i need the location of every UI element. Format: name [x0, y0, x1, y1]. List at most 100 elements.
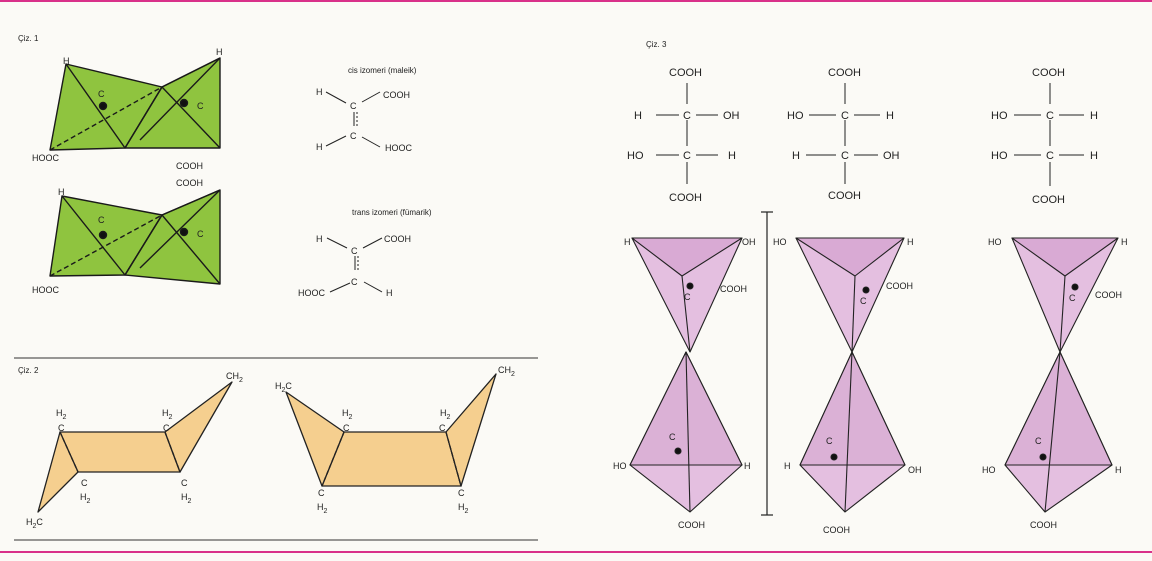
trans-formula	[326, 237, 383, 293]
boat-c-b: C	[439, 423, 446, 433]
tetra-2-h-top: H	[907, 237, 914, 247]
boat-ch2: CH2	[498, 365, 515, 378]
fischer-1-ho-bottom: HO	[627, 150, 644, 162]
cis-h-bottom: H	[316, 142, 323, 152]
chair-left-c-d: C	[181, 478, 188, 488]
fischer-2-oh-bottom: OH	[883, 150, 900, 162]
chair-left-h2-a: H2	[56, 408, 67, 421]
figure-1-label: Çiz. 1	[18, 34, 39, 43]
chair-left-h2c: H2C	[26, 517, 43, 530]
figure-2: Çiz. 2 H2 C H2 C C H2 C H2 CH2 H2C	[14, 357, 538, 541]
fischer-2-cooh-bottom: COOH	[828, 190, 861, 202]
fischer-1-h-bottom: H	[728, 150, 736, 162]
trans-c-bottom: C	[351, 277, 358, 287]
tetra-3-c-top: C	[1069, 293, 1076, 303]
trans-model	[49, 189, 221, 285]
fischer-1-oh-top: OH	[723, 110, 740, 122]
tetra-2-ho-top: HO	[773, 237, 787, 247]
fischer-2-h-top: H	[886, 110, 894, 122]
cis-model-hooc: HOOC	[32, 153, 60, 163]
fischer-2-c-top: C	[841, 110, 849, 122]
fischer-1	[656, 83, 718, 184]
chair-left-c-c: C	[81, 478, 88, 488]
chair-left-c-b: C	[163, 423, 170, 433]
tetra-1-oh-top: OH	[742, 237, 756, 247]
figure-3: Çiz. 3 COOH H C OH HO C H COOH	[613, 40, 1128, 535]
trans-caption: trans izomeri (fümarik)	[352, 208, 432, 217]
tetra-3-ho-top: HO	[988, 237, 1002, 247]
fischer-3-c-bottom: C	[1046, 150, 1054, 162]
chair-left-h2-d: H2	[181, 492, 192, 505]
chair-left-c-a: C	[58, 423, 65, 433]
fischer-3-ho-top: HO	[991, 110, 1008, 122]
tetra-3-ho-bottom: HO	[982, 465, 996, 475]
boat-c-d: C	[458, 488, 465, 498]
tetra-2-cooh-bottom: COOH	[823, 525, 850, 535]
tetra-3-h-bottom: H	[1115, 465, 1122, 475]
cis-model	[49, 57, 221, 151]
fischer-2-cooh-top: COOH	[828, 67, 861, 79]
tetra-1-h-top: H	[624, 237, 631, 247]
boat-h2-d: H2	[458, 502, 469, 515]
fischer-3	[1014, 83, 1084, 186]
chair-left-ch2: CH2	[226, 371, 243, 384]
cis-c-bottom: C	[350, 131, 357, 141]
tetra-2-c-bottom: C	[826, 436, 833, 446]
tetra-1-h-bottom: H	[744, 461, 751, 471]
tetra-3-cooh-bottom: COOH	[1030, 520, 1057, 530]
bottom-rule	[0, 551, 1152, 553]
fischer-1-c-bottom: C	[683, 150, 691, 162]
trans-model-hooc: HOOC	[32, 285, 60, 295]
cis-model-cooh: COOH	[176, 161, 203, 171]
chair-left-h2-b: H2	[162, 408, 173, 421]
trans-h-top: H	[316, 234, 323, 244]
fischer-2	[806, 83, 880, 184]
tetra-1-c-top: C	[684, 292, 691, 302]
tetra-1-cooh-bottom: COOH	[678, 520, 705, 530]
boat-c-c: C	[318, 488, 325, 498]
boat-h2-a: H2	[342, 408, 353, 421]
figure-3-label: Çiz. 3	[646, 40, 667, 49]
boat-h2-b: H2	[440, 408, 451, 421]
boat-c-a: C	[343, 423, 350, 433]
tetra-1-ho-bottom: HO	[613, 461, 627, 471]
fischer-1-h-top: H	[634, 110, 642, 122]
fischer-2-c-bottom: C	[841, 150, 849, 162]
fischer-1-cooh-bottom: COOH	[669, 192, 702, 204]
chair-left	[37, 381, 233, 513]
chair-left-h2-c: H2	[80, 492, 91, 505]
fischer-3-h-bottom: H	[1090, 150, 1098, 162]
tetra-3-h-top: H	[1121, 237, 1128, 247]
fischer-3-c-top: C	[1046, 110, 1054, 122]
cis-hooc: HOOC	[385, 143, 413, 153]
fischer-3-cooh-top: COOH	[1032, 67, 1065, 79]
cis-caption: cis izomeri (maleik)	[348, 66, 417, 75]
cis-model-h-right: H	[216, 47, 223, 57]
fischer-3-h-top: H	[1090, 110, 1098, 122]
cis-model-h-left: H	[63, 56, 70, 66]
top-rule	[0, 0, 1152, 2]
fischer-2-ho-top: HO	[787, 110, 804, 122]
fischer-3-ho-bottom: HO	[991, 150, 1008, 162]
trans-model-h: H	[58, 187, 65, 197]
cis-h-top: H	[316, 87, 323, 97]
tetra-2-h-bottom: H	[784, 461, 791, 471]
trans-h-bottom: H	[386, 288, 393, 298]
trans-model-c-left: C	[98, 215, 105, 225]
cis-c-top: C	[350, 101, 357, 111]
tetra-2-oh-bottom: OH	[908, 465, 922, 475]
fischer-3-cooh-bottom: COOH	[1032, 194, 1065, 206]
scale-bar	[761, 211, 773, 516]
tetra-1-cooh-top: COOH	[720, 284, 747, 294]
cis-model-c-right: C	[197, 101, 204, 111]
cis-formula	[325, 91, 381, 148]
boat-h2-c: H2	[317, 502, 328, 515]
trans-model-cooh: COOH	[176, 178, 203, 188]
tetrahedra-1	[629, 237, 743, 513]
cis-model-c-left: C	[98, 89, 105, 99]
trans-cooh: COOH	[384, 234, 411, 244]
trans-model-c-right: C	[197, 229, 204, 239]
trans-c-top: C	[351, 246, 358, 256]
